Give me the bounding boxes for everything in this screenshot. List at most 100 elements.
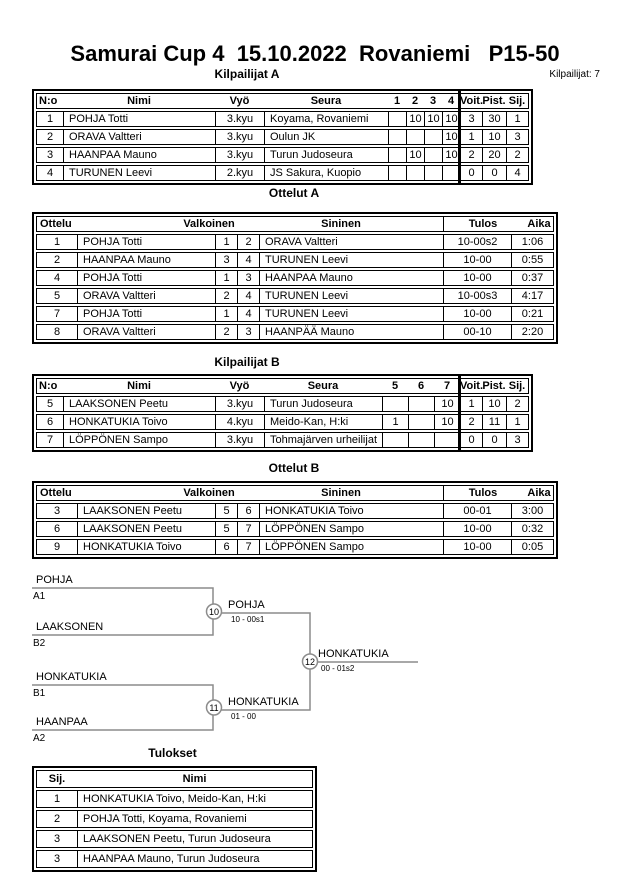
cell-m1 <box>388 148 406 162</box>
cell-sij: 2 <box>53 813 61 825</box>
cell-nimi: ORAVA Valtteri <box>63 130 215 144</box>
cell-voit: 3 <box>460 112 482 126</box>
cell-m4: 10 <box>442 130 460 144</box>
col-header-aika: Aika <box>527 218 551 230</box>
cell-vyo: 3.kyu <box>215 148 264 162</box>
cell-tulos: 10-00 <box>443 271 511 285</box>
cell-white-no: 1 <box>215 271 237 285</box>
bracket-match-score: 01 - 00 <box>231 712 256 721</box>
section-heading-kilpailijat-a: Kilpailijat A <box>214 67 280 81</box>
cell-white-no: 5 <box>215 522 237 536</box>
cell-m2: 10 <box>406 112 424 126</box>
bracket-slot-seed: B1 <box>33 688 46 699</box>
cell-sij: 1 <box>53 793 61 805</box>
bracket-match-score: 00 - 01s2 <box>321 664 355 673</box>
col-header-valkoinen: Valkoinen <box>183 218 235 230</box>
cell-nimi: TURUNEN Leevi <box>63 166 215 180</box>
cell-white: LAAKSONEN Peetu <box>77 504 215 518</box>
cell-no: 6 <box>46 416 54 428</box>
cell-nimi: LAAKSONEN Peetu, Turun Judoseura <box>77 831 312 847</box>
group-divider-line <box>458 376 461 450</box>
col-header-3: 3 <box>429 95 437 107</box>
bracket-match-score: 10 - 00s1 <box>231 615 265 624</box>
col-header-4: 4 <box>447 95 455 107</box>
cell-no: 5 <box>46 398 54 410</box>
cell-sij: 3 <box>53 833 61 845</box>
bracket-slot-name: POHJA <box>36 574 73 586</box>
bracket-winner-name: HONKATUKIA <box>318 648 389 660</box>
cell-nimi: LAAKSONEN Peetu <box>63 397 215 411</box>
cell-nimi: HAANPAA Mauno, Turun Judoseura <box>77 851 312 867</box>
section-heading-ottelut-a: Ottelut A <box>268 186 320 200</box>
cell-white: POHJA Totti <box>77 235 215 249</box>
cell-no: 7 <box>46 434 54 446</box>
cell-white: HAANPAA Mauno <box>77 253 215 267</box>
cell-nimi: LÖPPÖNEN Sampo <box>63 433 215 447</box>
cell-m1 <box>388 130 406 144</box>
cell-aika: 0:37 <box>511 271 553 285</box>
page-title: Samurai Cup 4 15.10.2022 Rovaniemi P15-5… <box>70 41 560 66</box>
cell-m6 <box>408 415 434 429</box>
header-divider-line <box>443 486 444 500</box>
cell-voit: 0 <box>460 433 482 447</box>
cell-pist: 30 <box>482 112 506 126</box>
cell-m1 <box>388 166 406 180</box>
cell-m1 <box>388 112 406 126</box>
table-header-row: N:o Nimi Vyö Seura 5 6 7 Voit. Pist. Sij… <box>36 378 529 394</box>
table-row: 3 LAAKSONEN Peetu, Turun Judoseura <box>36 830 313 848</box>
cell-sij: 4 <box>506 166 528 180</box>
cell-m4: 10 <box>442 148 460 162</box>
col-header-nimi: Nimi <box>182 773 207 785</box>
cell-white-no: 5 <box>215 504 237 518</box>
cell-match-no: 6 <box>53 523 61 535</box>
cell-blue-no: 4 <box>237 307 259 321</box>
cell-tulos: 10-00 <box>443 540 511 554</box>
cell-voit: 0 <box>460 166 482 180</box>
cell-blue: HAANPAA Mauno <box>259 271 443 285</box>
bracket-slot-seed: B2 <box>33 638 46 649</box>
cell-white: ORAVA Valtteri <box>77 325 215 339</box>
cell-match-no: 7 <box>53 308 61 320</box>
cell-sij: 3 <box>506 433 528 447</box>
cell-tulos: 10-00s3 <box>443 289 511 303</box>
col-header-pist: Pist. <box>482 380 506 392</box>
cell-blue-no: 7 <box>237 522 259 536</box>
cell-white-no: 3 <box>215 253 237 267</box>
cell-sij: 1 <box>506 415 528 429</box>
cell-m7: 10 <box>434 415 460 429</box>
cell-blue-no: 6 <box>237 504 259 518</box>
cell-seura: Koyama, Rovaniemi <box>264 112 388 126</box>
cell-aika: 0:32 <box>511 522 553 536</box>
cell-voit: 2 <box>460 148 482 162</box>
medal-bracket: POHJA A1 LAAKSONEN B2 HONKATUKIA B1 HAAN… <box>32 574 418 744</box>
cell-nimi: POHJA Totti <box>63 112 215 126</box>
cell-white-no: 2 <box>215 325 237 339</box>
cell-seura: Tohmajärven urheilijat <box>264 433 382 447</box>
cell-match-no: 5 <box>53 290 61 302</box>
bracket-slot-name: HAANPAA <box>36 716 88 728</box>
cell-tulos: 00-01 <box>443 504 511 518</box>
kilpailijat-b-table: N:o Nimi Vyö Seura 5 6 7 Voit. Pist. Sij… <box>32 374 533 452</box>
match-number: 11 <box>209 703 218 713</box>
cell-pist: 0 <box>482 433 506 447</box>
match-number-badge <box>205 603 223 620</box>
cell-seura: Meido-Kan, H:ki <box>264 415 382 429</box>
cell-blue: LÖPPÖNEN Sampo <box>259 522 443 536</box>
cell-m7: 10 <box>434 397 460 411</box>
cell-blue-no: 3 <box>237 325 259 339</box>
col-header-1: 1 <box>393 95 401 107</box>
col-header-sininen: Sininen <box>321 487 361 499</box>
